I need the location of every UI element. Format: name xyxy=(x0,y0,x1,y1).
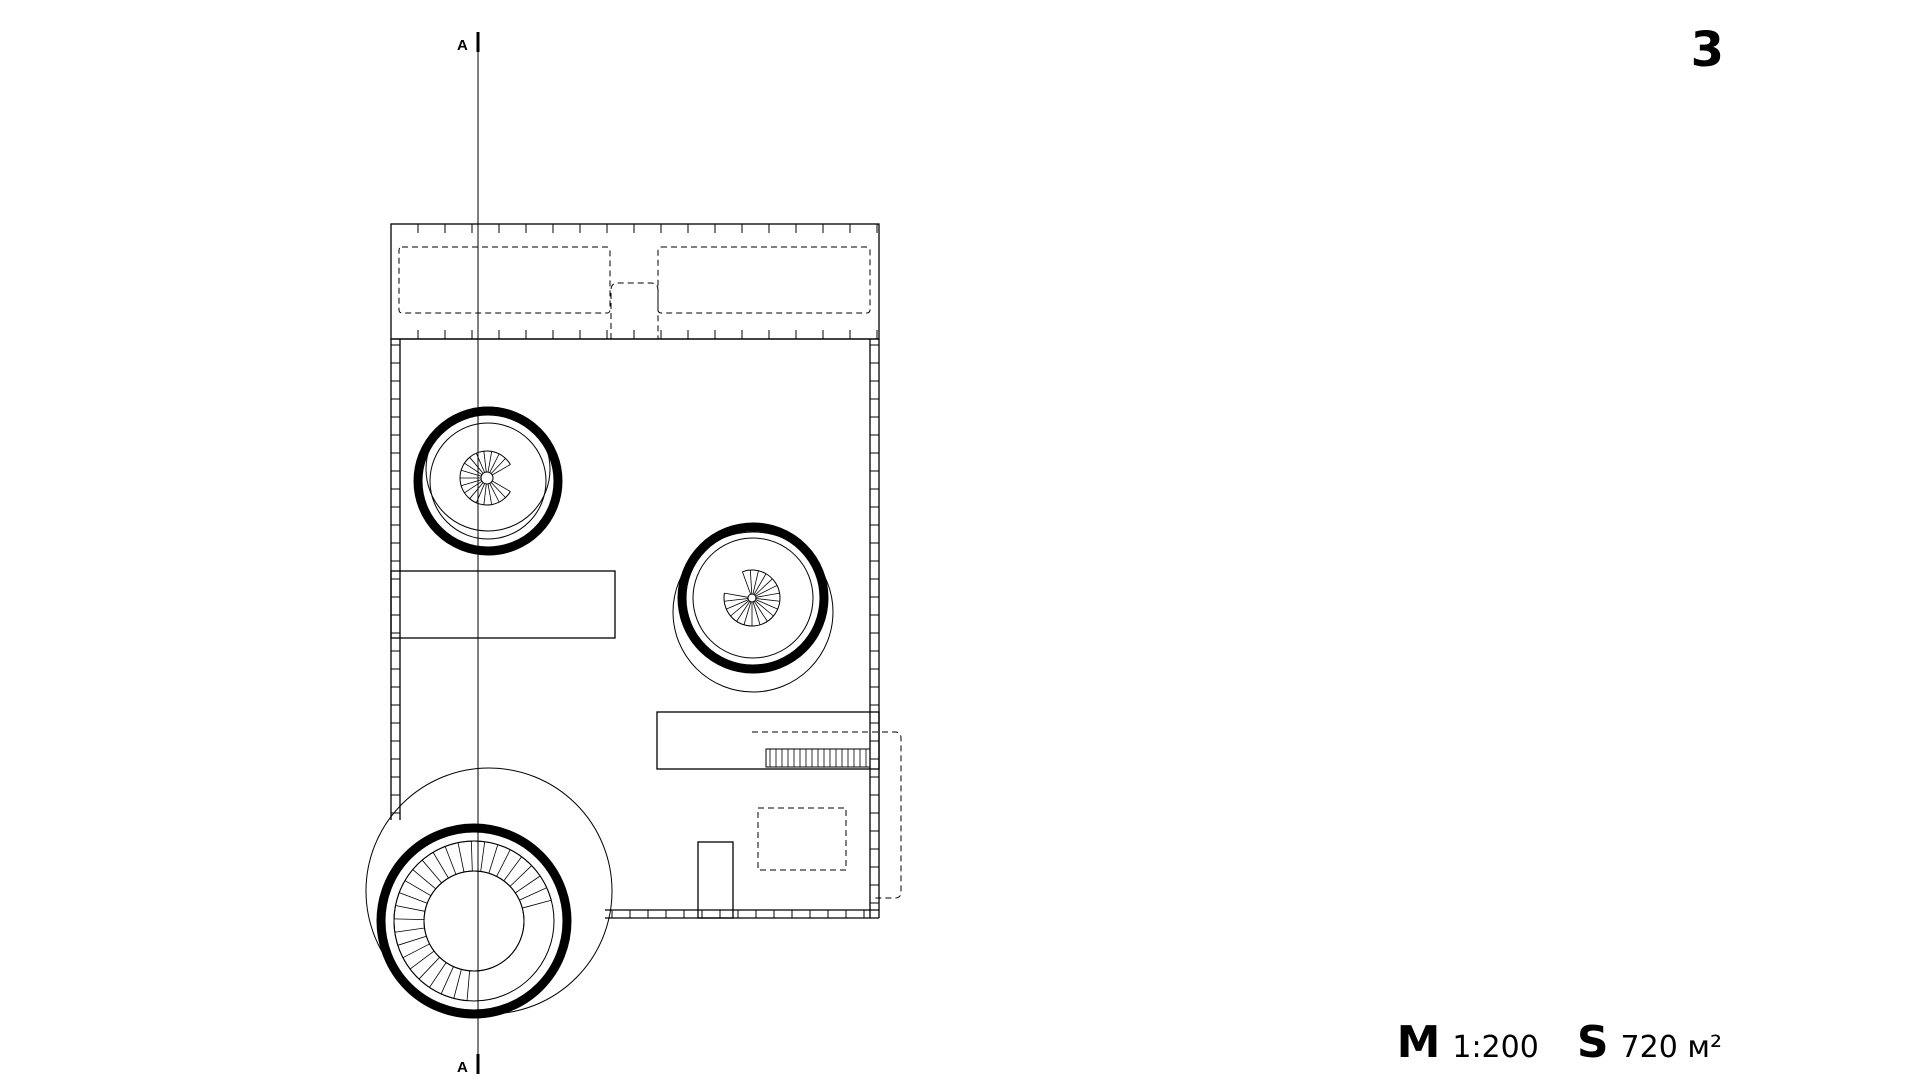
section-label-top: A xyxy=(457,37,468,54)
scale-key: M xyxy=(1396,1017,1441,1068)
planter-right xyxy=(657,246,871,314)
scale-value: 1:200 xyxy=(1452,1030,1539,1065)
spiral-stair-2 xyxy=(672,522,834,693)
spiral-stair-large xyxy=(365,767,613,1019)
railing-ticks-top xyxy=(390,224,878,339)
straight-stair xyxy=(752,731,902,899)
spiral-stair-1 xyxy=(413,406,563,556)
area-value: 720 м² xyxy=(1620,1030,1722,1065)
left-partition xyxy=(390,570,616,639)
scale-area-legend: M 1:200 S 720 м² xyxy=(1397,1017,1722,1068)
sheet-number: 3 xyxy=(1690,22,1724,78)
window-mullions-bottom xyxy=(611,910,865,918)
entry-column xyxy=(697,841,734,919)
top-terrace xyxy=(390,223,880,340)
area-key: S xyxy=(1576,1017,1609,1068)
right-counter xyxy=(656,711,880,770)
doorway-dash xyxy=(610,282,659,339)
window-mullions-right xyxy=(870,344,879,904)
section-label-bottom: A xyxy=(457,1059,468,1076)
dashed-furniture xyxy=(757,807,847,871)
window-mullions-left xyxy=(391,344,400,814)
main-floor-outline xyxy=(390,338,880,919)
planter-left xyxy=(398,246,611,314)
